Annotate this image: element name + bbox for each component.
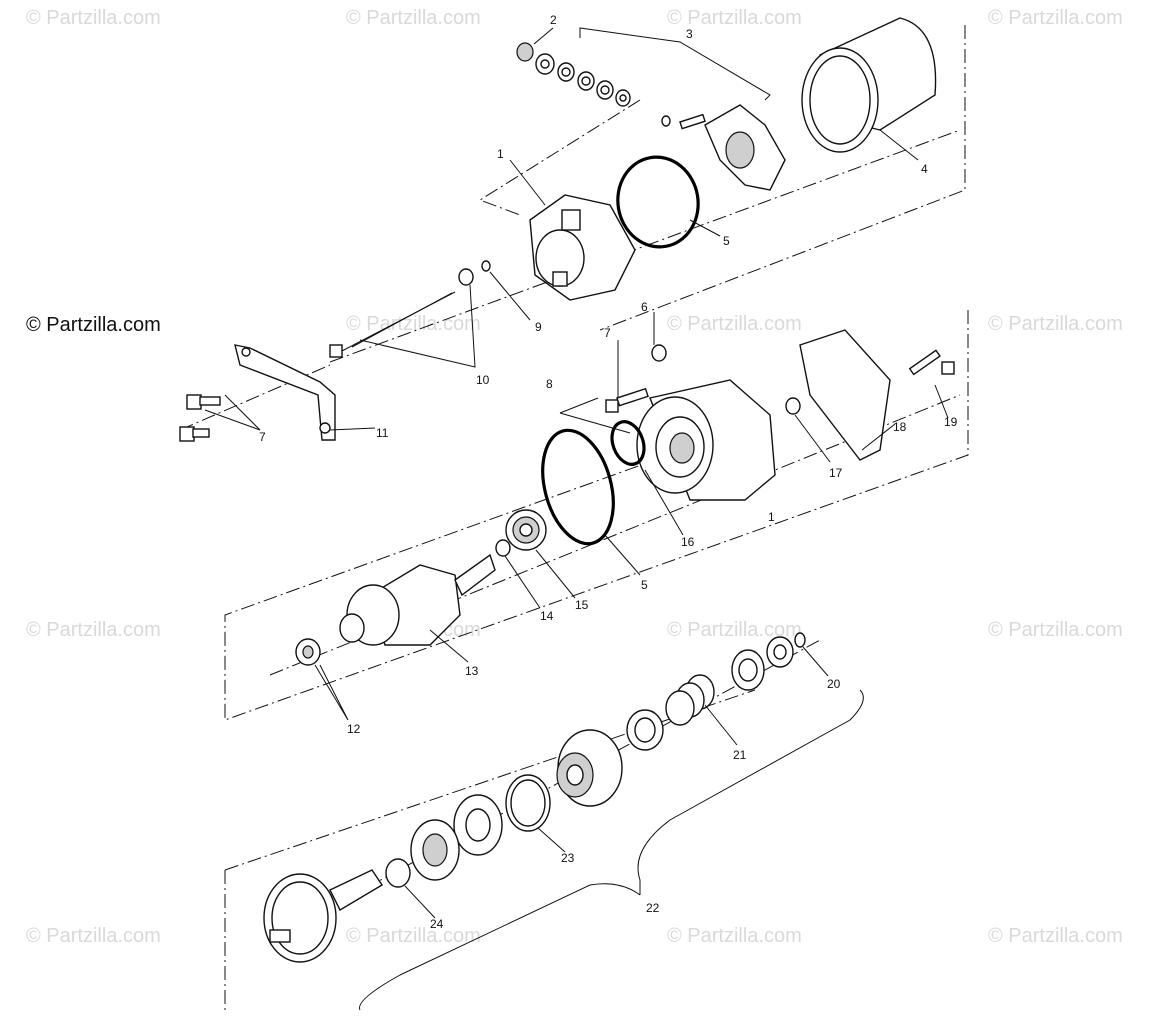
o-ring-small: [481, 260, 491, 272]
bearing-15: [505, 509, 547, 551]
o-ring-16: [610, 420, 646, 466]
callout-label: 24: [430, 917, 444, 931]
o-ring-5: [541, 428, 615, 546]
callout-label: 17: [829, 466, 843, 480]
leader-lines: [204, 27, 949, 1011]
ring-23-inner: [510, 779, 546, 827]
gasket: [799, 329, 891, 461]
callout-label: 23: [561, 851, 575, 865]
circlip-24: [385, 858, 411, 888]
watermark: © Partzilla.com: [667, 925, 802, 947]
clutch: [453, 794, 503, 856]
watermark: © Partzilla.com: [988, 619, 1123, 641]
watermark: © Partzilla.com: [988, 925, 1123, 947]
watermark-layer: © Partzilla.com © Partzilla.com © Partzi…: [26, 7, 1123, 947]
front-cover-assembly: [295, 329, 955, 666]
washer-stack: [516, 42, 631, 107]
callout-label: 18: [893, 420, 907, 434]
callout-label: 11: [376, 426, 389, 440]
callout-label: 22: [646, 901, 660, 915]
bolt-19: [908, 349, 955, 376]
watermark: © Partzilla.com: [346, 7, 481, 29]
washer-17: [785, 397, 801, 415]
watermark: © Partzilla.com: [346, 313, 481, 335]
callout-label: 5: [641, 578, 648, 592]
callout-label: 14: [540, 609, 554, 623]
armature: [339, 553, 496, 646]
watermark: © Partzilla.com: [667, 313, 802, 335]
callout-label: 7: [259, 430, 266, 444]
o-ring-upper: [616, 155, 700, 249]
washer-large: [410, 819, 460, 881]
drive-assembly: [263, 632, 806, 963]
callout-label: 12: [347, 722, 361, 736]
brush-holder: [661, 104, 786, 191]
watermark: © Partzilla.com: [988, 7, 1123, 29]
spring-21: [665, 674, 715, 726]
rear-cover-assembly: [179, 17, 937, 442]
callout-label: 1: [768, 510, 775, 524]
front-cover: [636, 379, 776, 501]
bracket: [234, 344, 336, 441]
callout-label: 8: [546, 377, 553, 391]
brush-12: [295, 638, 321, 666]
pinion-gear: [556, 729, 623, 807]
bolt-7: [605, 387, 649, 413]
callout-label: 4: [921, 162, 928, 176]
watermark: © Partzilla.com: [26, 619, 161, 641]
watermark: © Partzilla.com: [346, 925, 481, 947]
callout-label: 3: [686, 27, 693, 41]
callout-label: 1: [497, 147, 504, 161]
callout-label: 20: [827, 677, 841, 691]
watermark: © Partzilla.com: [667, 619, 802, 641]
through-bolt: [329, 268, 474, 358]
yoke-housing: [801, 17, 937, 153]
drive-gear-shaft: [263, 869, 383, 963]
callout-label: 5: [723, 234, 730, 248]
callout-label: 19: [944, 415, 958, 429]
washer-6: [651, 344, 667, 362]
watermark: © Partzilla.com: [26, 7, 161, 29]
rear-cover: [529, 194, 636, 301]
copyright-label: © Partzilla.com: [26, 314, 161, 336]
callout-label: 21: [733, 748, 747, 762]
callout-label: 6: [641, 300, 648, 314]
clip-20: [794, 632, 806, 648]
callout-label: 10: [476, 373, 490, 387]
callout-label: 16: [681, 535, 695, 549]
sleeve: [626, 709, 664, 751]
callout-label: 13: [465, 664, 479, 678]
callout-label: 7: [604, 326, 611, 340]
watermark: © Partzilla.com: [988, 313, 1123, 335]
mounting-bolts: [179, 394, 221, 442]
collar-parts: [731, 636, 794, 691]
callout-labels: 1 2 3 4 5 1 6 7 8 9 10 11 7 17 18 19 16 …: [259, 13, 958, 931]
watermark: © Partzilla.com: [667, 7, 802, 29]
callout-label: 15: [575, 598, 589, 612]
callout-label: 9: [535, 320, 542, 334]
watermark: © Partzilla.com: [26, 925, 161, 947]
callout-label: 2: [550, 13, 557, 27]
washer-14: [495, 539, 511, 557]
